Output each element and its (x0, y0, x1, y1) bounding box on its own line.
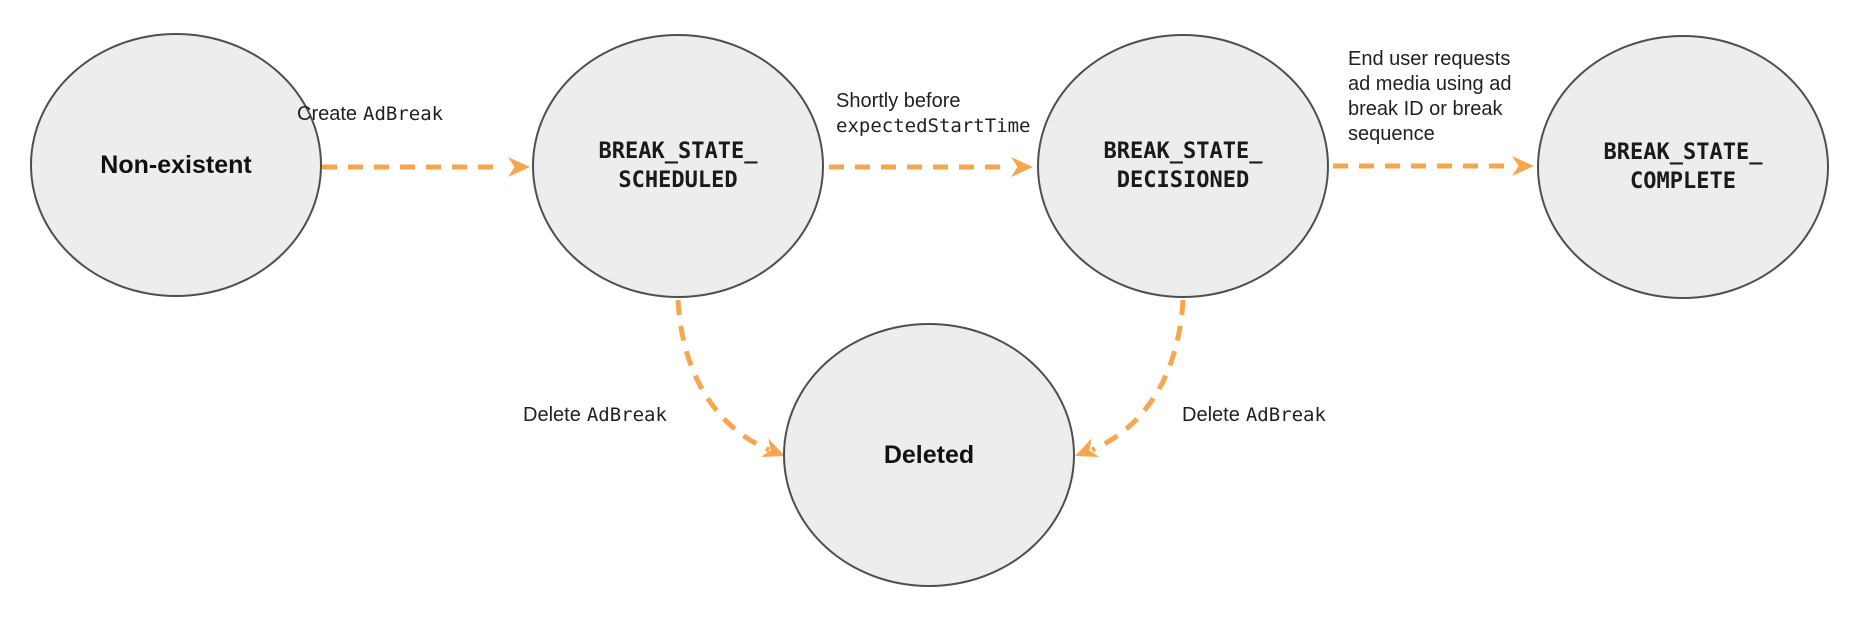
transition-label-decision-code: expectedStartTime (836, 115, 1031, 137)
transition-label-complete-line2: ad media using ad (1348, 73, 1512, 95)
state-node-break-state-decisioned: BREAK_STATE_ DECISIONED (1037, 34, 1329, 298)
state-label-complete-line1: BREAK_STATE_ (1603, 140, 1763, 165)
transition-label-delete-left-text: Delete (523, 404, 581, 426)
state-label-deleted: Deleted (883, 440, 975, 469)
transition-arrow-delete-from-scheduled (675, 299, 771, 453)
transition-label-complete-line4: sequence (1348, 123, 1435, 145)
transition-label-create-adbreak: Create AdBreak (297, 102, 443, 126)
state-label-complete-line2: COMPLETE (1630, 169, 1736, 194)
transition-label-decision-text: Shortly before (836, 90, 961, 112)
transition-label-delete-from-decisioned: Delete AdBreak (1182, 403, 1326, 427)
arrowhead-left-down-icon (1075, 438, 1100, 458)
transition-label-delete-right-code: AdBreak (1245, 404, 1326, 426)
transition-label-delete-left-code: AdBreak (586, 404, 667, 426)
arrowhead-right-icon (1512, 156, 1534, 176)
transition-label-complete-line3: break ID or break (1348, 98, 1503, 120)
state-label-decisioned-line2: DECISIONED (1116, 168, 1250, 193)
state-label-non-existent: Non-existent (100, 150, 252, 179)
transition-label-create-text: Create (297, 103, 358, 125)
transition-label-delete-right-text: Delete (1182, 404, 1240, 426)
arrowhead-right-icon (1011, 157, 1033, 177)
arrowhead-right-down-icon (760, 438, 785, 458)
transition-label-complete-request: End user requests ad media using ad brea… (1348, 47, 1511, 147)
transition-arrow-delete-from-decisioned (1090, 299, 1186, 453)
state-label-scheduled-line2: SCHEDULED (618, 168, 738, 193)
transition-label-delete-from-scheduled: Delete AdBreak (523, 403, 667, 427)
transition-label-create-code: AdBreak (363, 103, 444, 125)
state-node-break-state-complete: BREAK_STATE_ COMPLETE (1537, 35, 1829, 299)
state-node-deleted: Deleted (783, 323, 1075, 587)
state-node-break-state-scheduled: BREAK_STATE_ SCHEDULED (532, 34, 824, 298)
transition-label-decision: Shortly before expectedStartTime (836, 89, 1030, 139)
transition-label-complete-line1: End user requests (1348, 48, 1511, 70)
state-label-scheduled-line1: BREAK_STATE_ (598, 139, 758, 164)
state-label-decisioned-line1: BREAK_STATE_ (1103, 139, 1263, 164)
state-node-non-existent: Non-existent (30, 33, 322, 297)
arrowhead-right-icon (508, 157, 530, 177)
